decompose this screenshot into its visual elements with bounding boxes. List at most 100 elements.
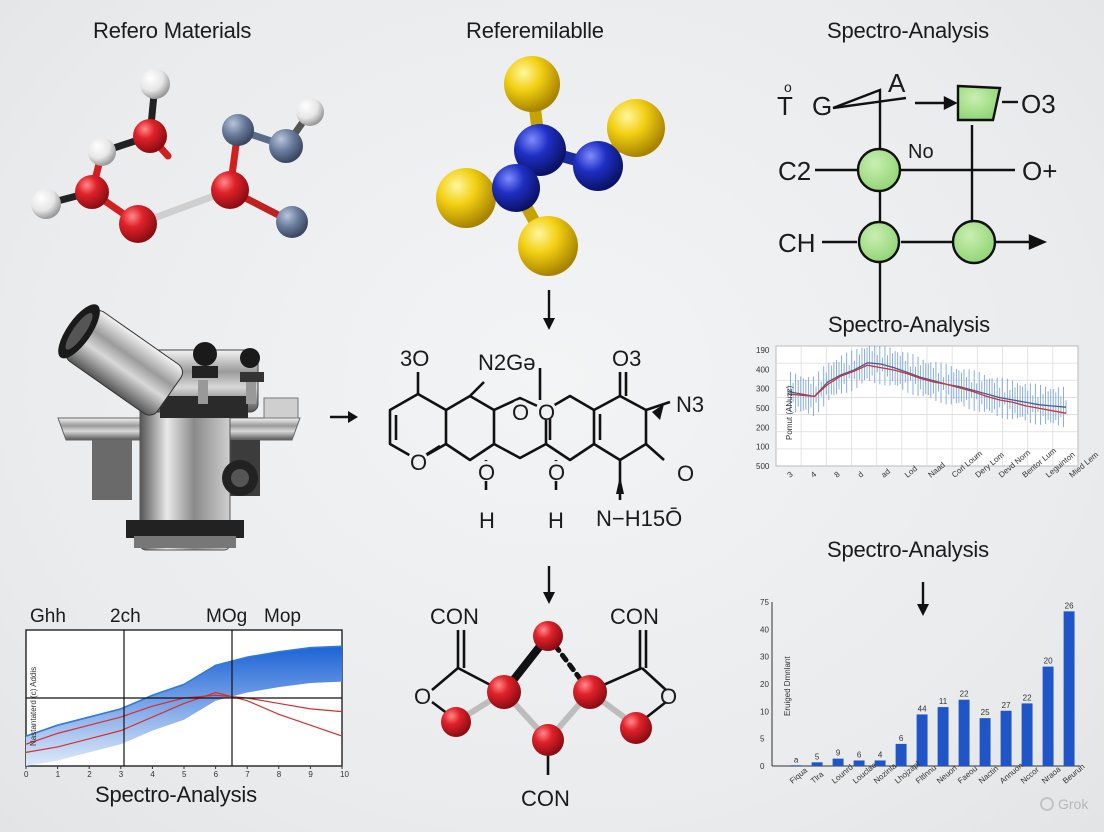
- bar-data-label-4: 4: [878, 750, 883, 759]
- atom-o-br: O: [660, 684, 677, 709]
- flow-label-a: A: [888, 68, 906, 98]
- flow-label-c2: C2: [778, 156, 811, 186]
- bar-7: [937, 707, 949, 766]
- spectrum-chart-marks: [787, 346, 1067, 428]
- bar-8: [958, 699, 970, 766]
- spectrum-ytick-4: 200: [756, 423, 770, 432]
- arrow-down-3: [917, 582, 929, 616]
- area-xtick-label-3: 3: [119, 770, 124, 779]
- flow-label-o: o: [784, 79, 792, 95]
- atom-o-6: O: [677, 461, 694, 486]
- bar-13: [1063, 611, 1075, 766]
- heading-spectro-analysis-top: Spectro-Analysis: [827, 18, 989, 43]
- heading-spectro-analysis-bottom: Spectro-Analysis: [95, 782, 257, 807]
- bar-12: [1042, 666, 1054, 766]
- watermark-icon: [1040, 797, 1054, 811]
- bar-2: [832, 758, 844, 766]
- label-nh: N−H15Ō: [596, 506, 682, 531]
- watermark-text: Grok: [1058, 796, 1089, 812]
- spectrum-xtick-0: 3: [786, 469, 796, 479]
- area-chart-ylabel: Nastantaterd (c) Addis: [29, 667, 38, 746]
- area-xtick-label-8: 8: [277, 770, 282, 779]
- spectrum-ytick-6: 500: [756, 462, 770, 471]
- spectrum-ytick-0: 190: [756, 346, 770, 355]
- atom-o-4: O: [512, 400, 529, 425]
- flow-label-o3: O3: [1021, 89, 1056, 119]
- label-con-tl: CON: [430, 604, 479, 629]
- spectrum-chart-ylabel: Pomut (ANuzz): [785, 385, 794, 440]
- watermark: Grok: [1040, 796, 1088, 812]
- bar-xtick-8: Faeou: [956, 764, 979, 785]
- area-series-line-0: [25, 645, 343, 737]
- area-xtick-label-1: 1: [56, 770, 61, 779]
- flow-label-ch: CH: [778, 228, 816, 258]
- spectrometer-instrument: [57, 304, 301, 551]
- label-h2: H: [548, 508, 564, 533]
- bar-3: [853, 760, 865, 766]
- bar-ytick-6: 0: [760, 762, 765, 771]
- bar-data-label-7: 11: [939, 697, 948, 706]
- bar-data-label-1: 5: [815, 752, 820, 761]
- spectrum-xtick-4: ad: [880, 467, 893, 480]
- bar-4: [874, 760, 886, 766]
- bar-data-label-11: 22: [1023, 693, 1032, 702]
- spectrum-ytick-2: 300: [756, 385, 770, 394]
- bar-data-label-5: 6: [899, 734, 904, 743]
- label-h1: H: [479, 508, 495, 533]
- atom-o-5: O: [538, 400, 555, 425]
- spectrum-series-0: [787, 362, 1067, 408]
- atom-o-1: O: [410, 450, 427, 475]
- flow-label-t: T: [777, 91, 793, 121]
- bar-ytick-5: 5: [760, 735, 765, 744]
- bar-ytick-4: 10: [760, 707, 769, 716]
- bar-xtick-0: Fiqua: [788, 765, 810, 785]
- spectrum-series-1: [787, 364, 1067, 414]
- label-con-b: CON: [521, 786, 570, 811]
- heading-referemilablle: Referemilablle: [466, 18, 604, 43]
- flow-label-o-plus: O+: [1022, 156, 1057, 186]
- bar-data-label-8: 22: [960, 690, 969, 699]
- bar-data-label-3: 6: [857, 750, 862, 759]
- heading-refero-materials: Refero Materials: [93, 18, 252, 43]
- area-series-fill-0: [26, 646, 342, 766]
- bar-xtick-9: Nactin: [977, 764, 1000, 785]
- area-xtick-label-0: 0: [24, 770, 29, 779]
- area-chart-header-2: 2ch: [110, 606, 141, 627]
- bar-11: [1021, 703, 1033, 766]
- line-series-2: [25, 691, 343, 753]
- flow-label-no: No: [908, 141, 934, 163]
- flow-label-g: G: [812, 91, 832, 121]
- label-n2g: N2Gə: [478, 350, 535, 375]
- bar-xtick-1: Tlra: [809, 769, 826, 785]
- label-n3: N3: [676, 392, 704, 417]
- label-con-tr: CON: [610, 604, 659, 629]
- area-xtick-label-6: 6: [214, 770, 219, 779]
- flow-diagram: [815, 84, 1048, 320]
- label-o3: O3: [612, 346, 641, 371]
- area-chart-header-3: MOg: [206, 606, 247, 627]
- atom-o-2: O: [478, 460, 495, 485]
- bar-chart-ylabel: Eruiged Dmnlant: [783, 656, 792, 716]
- spectrum-xtick-2: 8: [833, 469, 843, 479]
- bar-ytick-0: 75: [760, 598, 769, 607]
- atom-o-bl: O: [414, 684, 431, 709]
- bar-data-label-2: 9: [836, 749, 841, 758]
- spectrum-xtick-3: d: [856, 470, 865, 480]
- bar-ytick-2: 30: [760, 653, 769, 662]
- bar-10: [1000, 710, 1012, 766]
- arrow-right-microscope: [330, 411, 358, 423]
- bar-data-label-10: 27: [1002, 701, 1011, 710]
- bar-9: [979, 718, 991, 766]
- bar-data-label-12: 20: [1044, 657, 1053, 666]
- bar-6: [916, 714, 928, 766]
- arrow-down-2: [543, 566, 555, 604]
- atom-o-3: O: [548, 460, 565, 485]
- spectrum-ytick-1: 400: [756, 365, 770, 374]
- heading-spectro-analysis-lower: Spectro-Analysis: [827, 537, 989, 562]
